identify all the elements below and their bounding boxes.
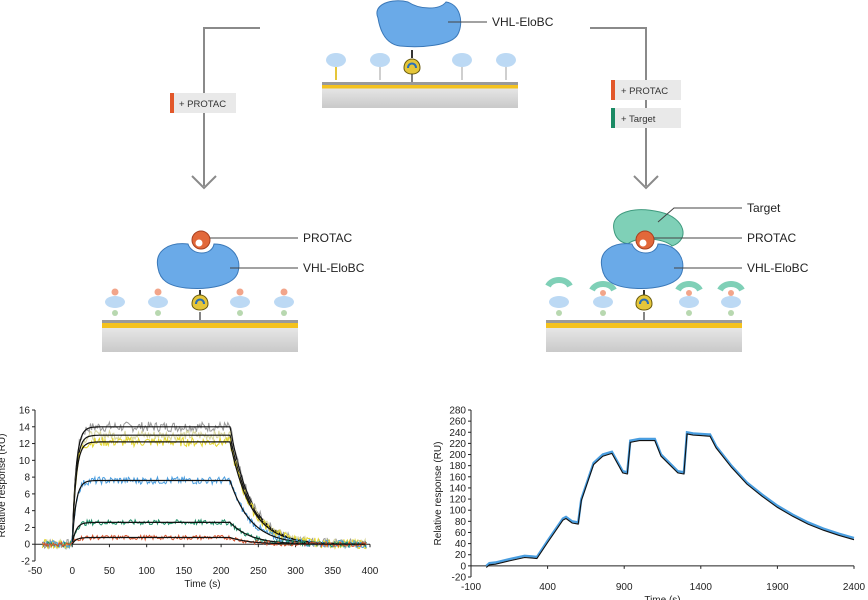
left-vhl-label: VHL-EloBC [303,261,365,275]
y-tick-label: 16 [19,406,31,417]
y-tick-label: 240 [449,428,466,439]
target-protein-right [613,209,684,247]
y-tick-label: 0 [24,540,30,551]
x-tick-label: 1400 [690,582,713,593]
connector-lines [191,27,659,190]
y-tick-label: 20 [455,550,467,561]
series-1-raw-line [41,428,367,550]
right-protac-label: PROTAC [747,231,796,245]
x-tick-label: -50 [28,566,43,577]
surface-complexes-right [545,277,745,316]
y-tick-label: 4 [24,506,30,517]
x-tick-label: 250 [250,566,267,577]
series-1-fit-line [71,434,366,545]
y-tick-label: 160 [449,472,466,483]
sck-data-line [485,430,855,567]
y-tick-label: 0 [460,561,466,572]
svg-text:+ Target: + Target [621,114,656,125]
y-tick-label: 60 [455,528,467,539]
vhl-elobc-right [600,243,684,289]
right-panel: Target PROTAC VHL-EloBC [545,201,809,352]
chart-left: -50 0 50 100 150 200 250 300 350 400 -2 0 2 4 6 8 10 12 14… [0,406,379,591]
x-tick-label: 200 [213,566,230,577]
x-axis-label: Time (s) [644,595,680,600]
y-tick-label: 280 [449,406,466,417]
svg-text:+ PROTAC: + PROTAC [179,99,226,110]
y-tick-label: 180 [449,461,466,472]
series-2-fit-line [71,441,366,545]
y-axis-label: Relative response (RU) [0,434,8,538]
top-vhl-label: VHL-EloBC [492,15,554,29]
top-panel: VHL-EloBC [322,0,554,108]
capture-linker-left [191,290,209,320]
left-protac-tag: + PROTAC [170,93,236,113]
x-tick-label: 100 [138,566,155,577]
capture-linker-top [403,50,421,82]
surface-complexes-left [105,288,294,316]
protac-left [191,230,211,250]
x-tick-label: 1900 [766,582,789,593]
surface-vhl-small [326,53,516,80]
vhl-elobc-left [156,243,240,289]
right-vhl-label: VHL-EloBC [747,261,809,275]
series-5-fit-line [71,536,366,545]
y-tick-label: 8 [24,473,30,484]
x-tick-label: 900 [616,582,633,593]
x-tick-label: 400 [362,566,379,577]
x-tick-label: 350 [324,566,341,577]
svg-text:+ PROTAC: + PROTAC [621,86,668,97]
x-tick-label: 150 [176,566,193,577]
left-protac-label: PROTAC [303,231,352,245]
x-tick-label: 50 [104,566,116,577]
x-tick-label: 400 [539,582,556,593]
series-4-fit-line [71,521,366,545]
sensor-surface-left [102,320,298,352]
left-panel: PROTAC VHL-EloBC [102,230,365,352]
y-tick-label: 220 [449,439,466,450]
right-protac-tag: + PROTAC [611,80,681,100]
sck-fit-line [485,433,855,568]
y-tick-label: 80 [455,517,467,528]
series-2-raw-line [41,436,367,550]
x-tick-label: 300 [287,566,304,577]
sensor-surface-top [322,82,518,108]
y-axis-label: Relative response (RU) [433,442,444,546]
y-tick-label: 6 [24,489,30,500]
y-tick-label: 12 [19,439,31,450]
protac-right [635,230,655,250]
capture-linker-right [635,290,653,320]
y-tick-label: -2 [21,557,30,568]
x-axis-label: Time (s) [184,579,220,590]
y-tick-label: 40 [455,539,467,550]
y-tick-label: -20 [452,573,467,584]
right-target-tag: + Target [611,108,681,128]
x-tick-label: -100 [461,582,481,593]
x-tick-label: 2400 [843,582,866,593]
series-3-fit-line [71,479,366,545]
y-tick-label: 120 [449,495,466,506]
sensor-surface-right [546,320,742,352]
y-tick-label: 200 [449,450,466,461]
y-tick-label: 14 [19,422,31,433]
x-tick-label: 0 [69,566,75,577]
chart-right: -100 400 900 1400 1900 2400 -20020406080100120… [433,406,866,600]
y-tick-label: 100 [449,506,466,517]
right-target-label: Target [747,201,781,215]
y-tick-label: 260 [449,417,466,428]
y-tick-label: 2 [24,523,30,534]
y-tick-label: 140 [449,483,466,494]
y-tick-label: 10 [19,456,31,467]
vhl-elobc-shape [376,0,462,48]
